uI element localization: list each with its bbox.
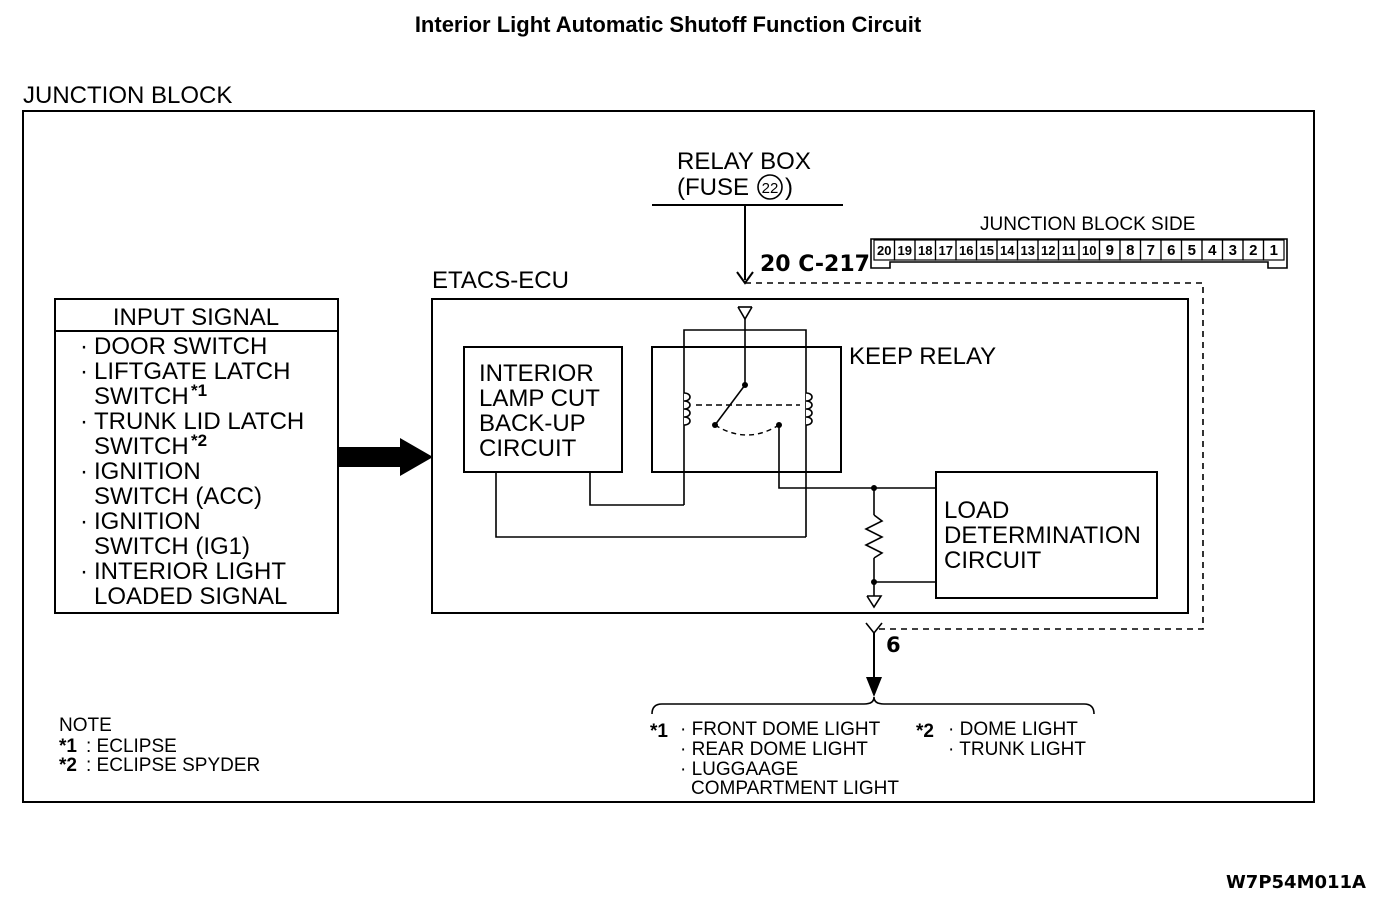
input-signal-bullet: · (80, 558, 88, 585)
connector-pin-number: 1 (1270, 242, 1278, 259)
output-group1-item-3: · LUGGAAGE (680, 759, 798, 780)
relay-output-wire (778, 425, 936, 489)
backup-circuit-line-2: LAMP CUT (479, 385, 600, 412)
relay-left-coil (683, 392, 691, 426)
output-group1-marker: *1 (650, 721, 668, 742)
connector-pin-number: 15 (980, 243, 994, 258)
note-item-2-text: : ECLIPSE SPYDER (86, 755, 260, 776)
input-signal-bullet: · (80, 458, 88, 485)
output-group2-item-1: · DOME LIGHT (948, 719, 1078, 740)
junction-block-frame (22, 110, 1315, 803)
input-signal-item: LIFTGATE LATCH (94, 358, 290, 385)
connector-pin-number: 20 (877, 243, 891, 258)
relay-box-label: RELAY BOX (677, 148, 811, 175)
note-item-1-text: : ECLIPSE (86, 736, 177, 757)
connector-pin-number: 8 (1126, 242, 1134, 259)
harness-dashed-line (745, 282, 1204, 630)
keep-relay-label: KEEP RELAY (849, 343, 996, 370)
output-brace (651, 696, 1095, 715)
ecu-power-pin-symbol (737, 306, 753, 321)
output-pin-number: 6 (886, 633, 901, 657)
connector-pin-number: 12 (1041, 243, 1055, 258)
backup-circuit-box (463, 346, 623, 473)
fuse-number: 22 (762, 180, 779, 197)
output-group1-item-2: · REAR DOME LIGHT (680, 739, 868, 760)
backup-to-relay-wire-2 (495, 472, 806, 538)
load-circuit-line-2: DETERMINATION (944, 522, 1141, 549)
connector-pin-number: 7 (1147, 242, 1155, 259)
connector-pin-number: 5 (1188, 242, 1196, 259)
output-arrowhead (866, 677, 882, 697)
input-signal-list: ·DOOR SWITCH·LIFTGATE LATCHSWITCH*1·TRUN… (80, 333, 304, 610)
input-signal-item: SWITCH (94, 433, 189, 460)
output-group2-marker: *2 (916, 721, 934, 742)
connector-pin-number: 2 (1249, 242, 1257, 259)
output-group1-item-1: · FRONT DOME LIGHT (680, 719, 881, 740)
connector-pin-number: 3 (1229, 242, 1237, 259)
input-signal-item: SWITCH (94, 383, 189, 410)
connector-pin-number: 16 (959, 243, 973, 258)
connector-pin-number: 14 (1000, 243, 1015, 258)
keep-relay-box (651, 346, 842, 473)
input-signal-item: SWITCH (ACC) (94, 483, 262, 510)
connector-pin-number: 9 (1106, 242, 1114, 259)
backup-circuit-line-1: INTERIOR (479, 360, 594, 387)
load-determination-box (935, 471, 1158, 599)
output-group2-item-2: · TRUNK LIGHT (948, 739, 1086, 760)
figure-code: W7P54M011A (1226, 872, 1366, 893)
input-signal-bullet: · (80, 358, 88, 385)
input-signal-item: TRUNK LID LATCH (94, 408, 304, 435)
fuse-prefix: (FUSE (677, 174, 749, 201)
backup-circuit-line-3: BACK-UP (479, 410, 586, 437)
input-signal-item: DOOR SWITCH (94, 333, 267, 360)
input-signal-bullet: · (80, 333, 88, 360)
relay-right-coil (805, 392, 813, 426)
etacs-ecu-label: ETACS-ECU (432, 267, 569, 294)
relay-contact-arc (714, 424, 780, 436)
connector-pin-number: 18 (918, 243, 932, 258)
connector-pin-number: 4 (1208, 242, 1217, 259)
input-signal-header: INPUT SIGNAL (113, 304, 279, 331)
connector-pin-cell (1262, 239, 1285, 261)
input-signal-item: IGNITION (94, 508, 201, 535)
junction-block-label: JUNCTION BLOCK (23, 82, 232, 109)
backup-to-relay-wire (589, 472, 684, 506)
input-signal-footnote-marker: *2 (191, 431, 207, 450)
fuse-suffix: ) (785, 174, 793, 201)
connector-pin-number: 10 (1082, 243, 1096, 258)
output-group1-item-4: COMPARTMENT LIGHT (691, 778, 899, 799)
output-pin-symbol (865, 622, 883, 635)
input-signal-item: LOADED SIGNAL (94, 583, 287, 610)
connector-pin-number: 17 (939, 243, 953, 258)
fuse-number-circle (757, 174, 783, 200)
resistor (864, 514, 884, 559)
diagram-title: Interior Light Automatic Shutoff Functio… (415, 12, 922, 37)
connector-label: 20 C-217 (760, 252, 870, 277)
load-circuit-line-1: LOAD (944, 497, 1009, 524)
connector-face (870, 238, 1288, 269)
connector-pin-number: 11 (1062, 243, 1076, 258)
note-item-2-marker: *2 (59, 755, 77, 776)
note-label: NOTE (59, 715, 112, 736)
input-arrow (338, 438, 433, 476)
junction-block-side-label: JUNCTION BLOCK SIDE (980, 214, 1195, 235)
load-circuit-line-3: CIRCUIT (944, 547, 1042, 574)
connector-pin-number: 6 (1167, 242, 1175, 259)
input-signal-item: SWITCH (IG1) (94, 533, 250, 560)
ecu-output-pin-symbol (866, 595, 883, 609)
input-signal-item: INTERIOR LIGHT (94, 558, 286, 585)
input-signal-bullet: · (80, 508, 88, 535)
input-signal-bullet: · (80, 408, 88, 435)
connector-pin-number: 19 (898, 243, 912, 258)
etacs-ecu-box (431, 298, 1189, 614)
input-signal-footnote-marker: *1 (191, 381, 207, 400)
input-signal-item: IGNITION (94, 458, 201, 485)
backup-circuit-line-4: CIRCUIT (479, 435, 577, 462)
connector-pin-number: 13 (1021, 243, 1035, 258)
note-item-1-marker: *1 (59, 736, 77, 757)
